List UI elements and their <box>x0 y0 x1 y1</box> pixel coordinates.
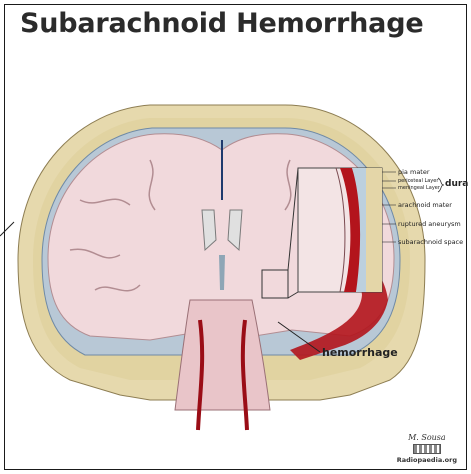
label-arachnoid-mater: arachnoid mater <box>398 201 452 209</box>
label-subarachnoid-space: subarachnoid space <box>398 238 463 246</box>
artist-signature: M. Sousa <box>397 433 457 442</box>
label-pia-mater: pia mater <box>398 168 430 176</box>
label-meningeal-layer: meningeal Layer <box>398 185 441 191</box>
label-periosteal-layer: periosteal Layer <box>398 178 439 184</box>
cc-license-icon <box>413 444 441 454</box>
label-dura: dura <box>445 179 468 189</box>
third-ventricle <box>219 255 225 290</box>
credit-block: M. Sousa Radiopaedia.org <box>397 433 457 464</box>
label-hemorrhage: hemorrhage <box>322 346 398 359</box>
inset-panel <box>298 168 382 292</box>
source-site: Radiopaedia.org <box>397 456 457 464</box>
label-ruptured-aneurysm: ruptured aneurysm <box>398 220 461 228</box>
left-leader-line <box>0 222 14 236</box>
